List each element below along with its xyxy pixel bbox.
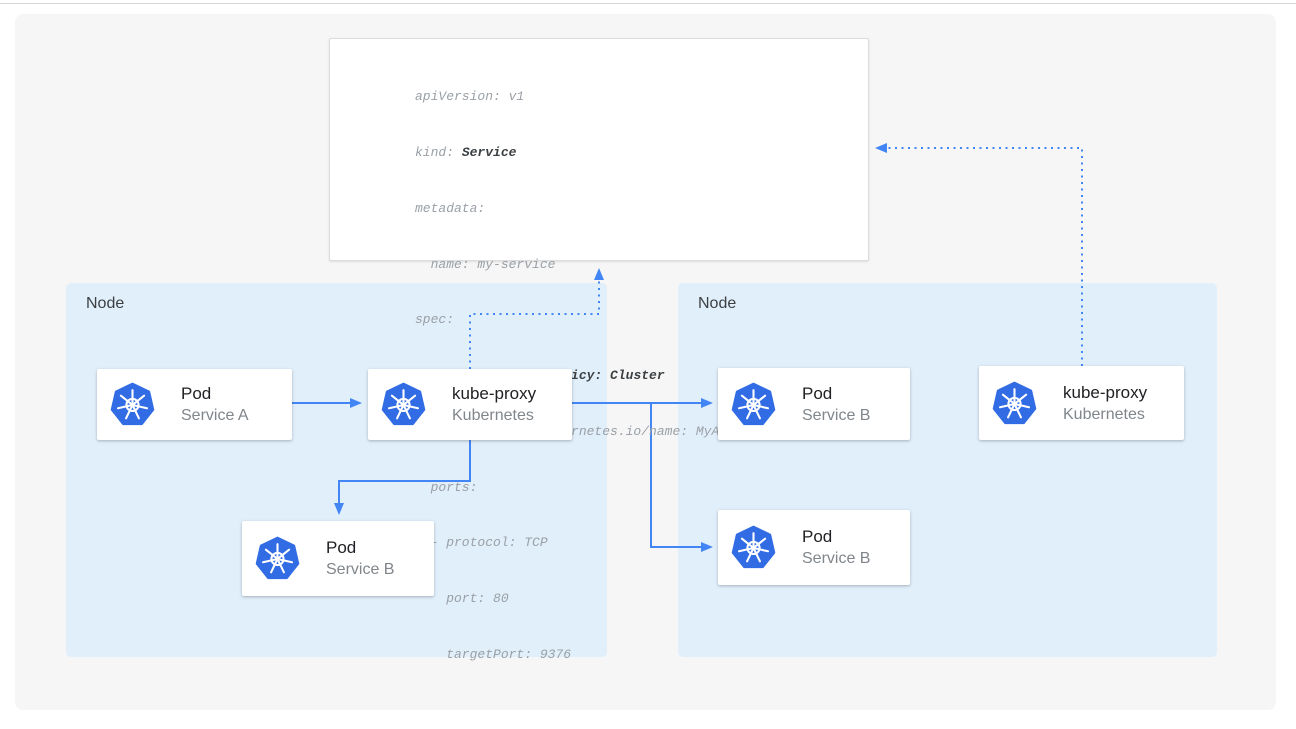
card-title: Pod <box>802 527 833 546</box>
card-pod-service-a: Pod Service A <box>97 369 292 440</box>
node-label: Node <box>86 295 125 312</box>
card-subtitle: Kubernetes <box>452 407 534 424</box>
card-title: kube-proxy <box>452 384 537 403</box>
service-yaml-card: apiVersion: v1 kind: Service metadata: n… <box>329 38 869 662</box>
yaml-line: metadata: <box>415 200 486 216</box>
card-pod-service-b-left: Pod Service B <box>242 521 434 596</box>
card-pod-service-b-right-top: Pod Service B <box>718 368 910 440</box>
card-subtitle: Service B <box>802 550 871 567</box>
card-subtitle: Kubernetes <box>1063 405 1145 423</box>
node-label: Node <box>698 295 737 312</box>
card-title: Pod <box>802 383 833 403</box>
card-title: Pod <box>326 538 357 557</box>
yaml-line: targetPort: 9376 <box>415 647 572 662</box>
kubernetes-icon <box>255 536 300 581</box>
card-title: kube-proxy <box>1063 382 1148 402</box>
kubernetes-icon <box>731 525 776 570</box>
yaml-line: - protocol: TCP <box>415 535 548 551</box>
yaml-line: spec: <box>415 312 455 328</box>
kubernetes-icon <box>110 382 155 427</box>
kubernetes-icon <box>992 381 1037 426</box>
yaml-line: ports: <box>415 479 478 495</box>
card-pod-service-b-right-bottom: Pod Service B <box>718 510 910 585</box>
yaml-line: apiVersion: v1 <box>415 89 525 105</box>
card-subtitle: Service A <box>181 407 249 424</box>
card-subtitle: Service B <box>326 561 395 578</box>
card-subtitle: Service B <box>802 406 871 424</box>
yaml-line: port: 80 <box>415 591 509 607</box>
card-kube-proxy-right: kube-proxy Kubernetes <box>979 366 1184 440</box>
kubernetes-icon <box>381 382 426 427</box>
yaml-line: name: my-service <box>415 256 556 272</box>
top-divider <box>0 3 1296 4</box>
card-title: Pod <box>181 384 212 403</box>
yaml-line: kind: Service <box>415 144 517 160</box>
card-kube-proxy-left: kube-proxy Kubernetes <box>368 369 572 440</box>
kubernetes-icon <box>731 382 776 427</box>
